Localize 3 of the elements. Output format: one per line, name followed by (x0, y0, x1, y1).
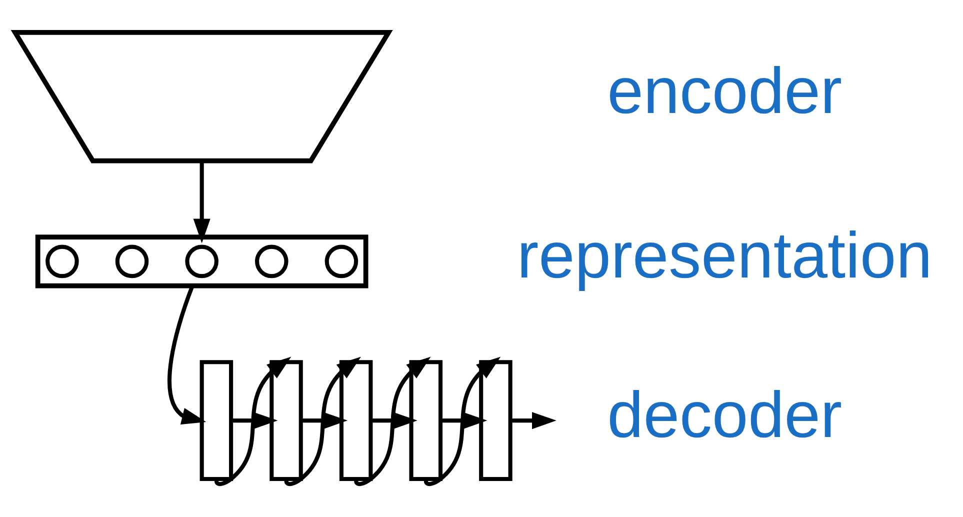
label: encoder (607, 54, 842, 127)
label: decoder (607, 378, 842, 451)
label: representation (517, 218, 932, 292)
